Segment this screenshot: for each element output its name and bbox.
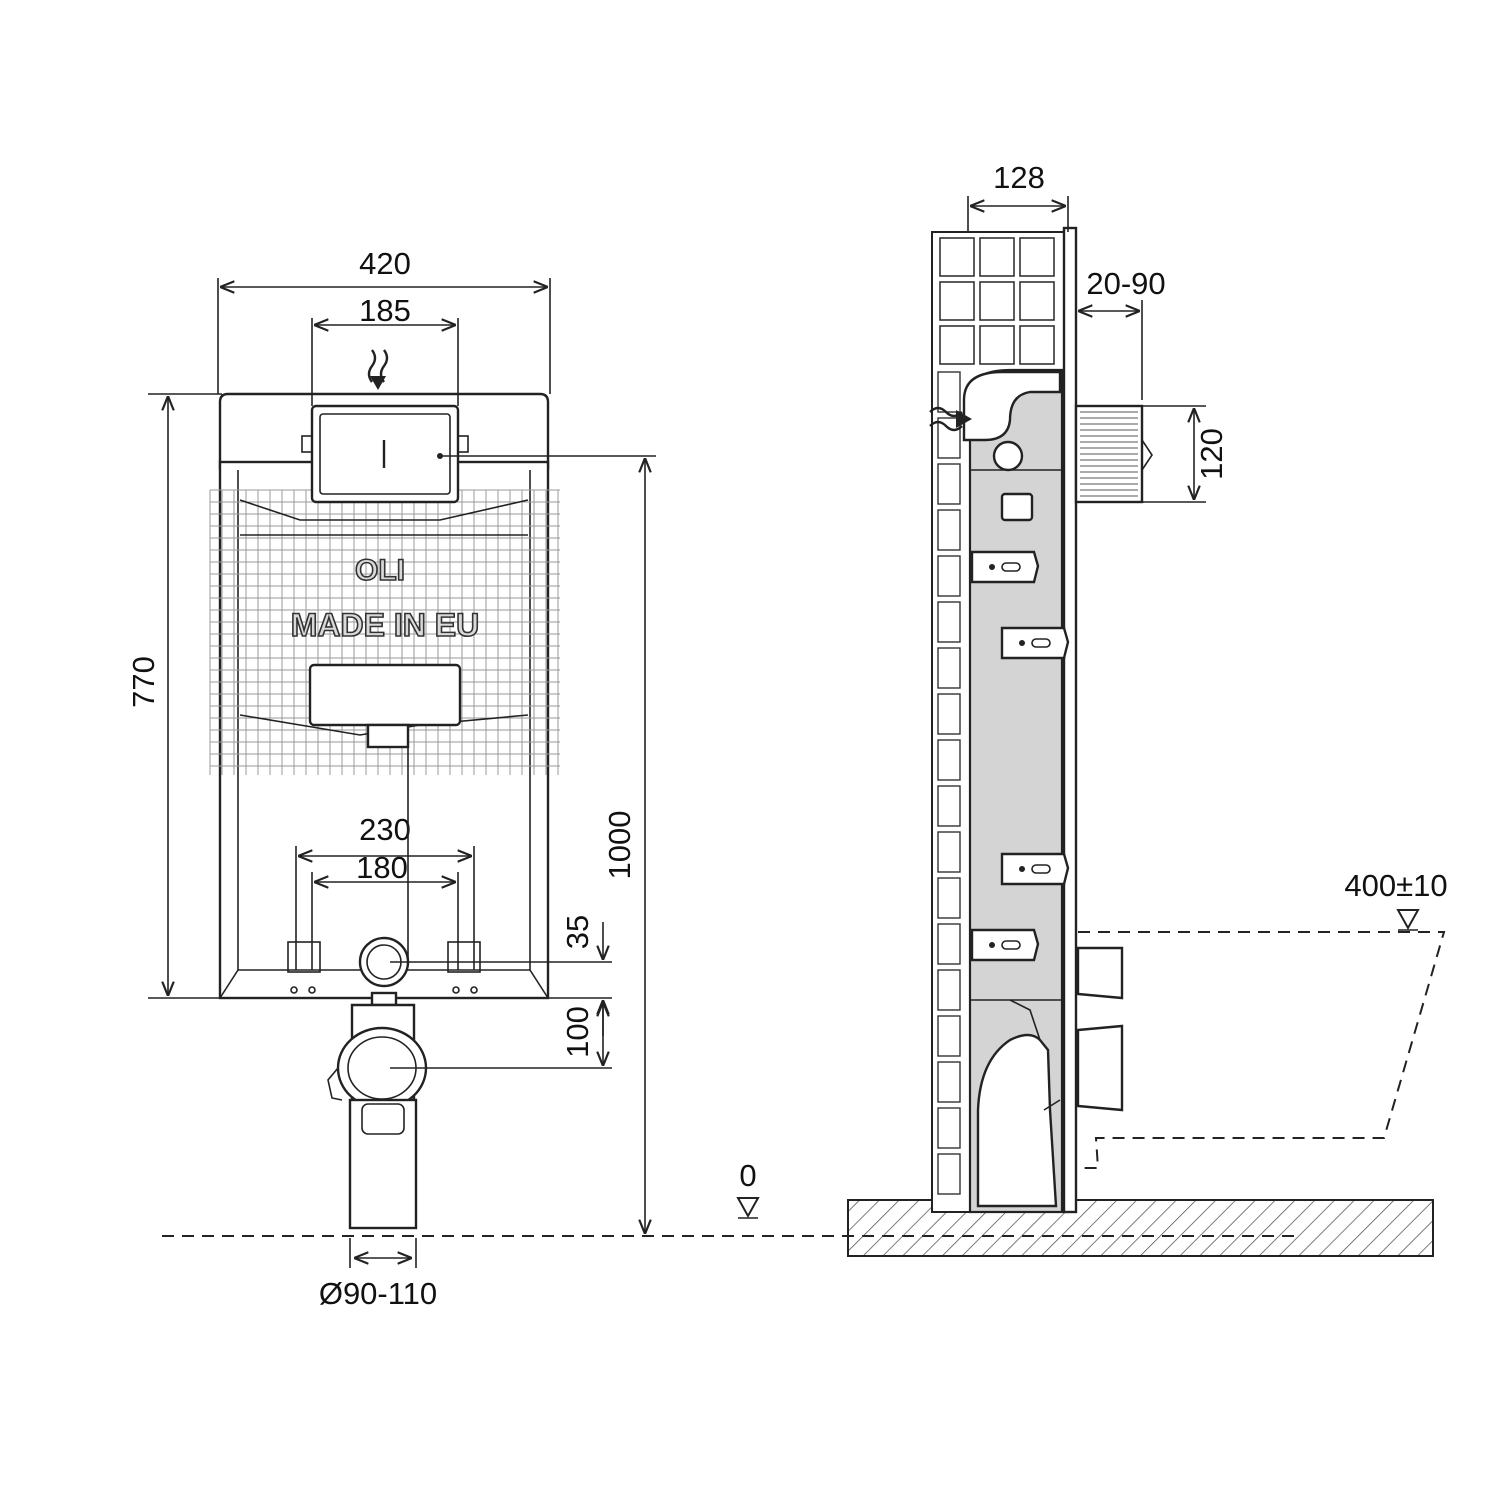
floor-level-label: 0 xyxy=(739,1158,756,1193)
drain-pipe xyxy=(348,1098,418,1230)
dim-fixing-outer: 230 xyxy=(359,812,411,847)
made-in-label: MADE IN EU xyxy=(291,607,479,643)
cistern-cap xyxy=(962,370,1062,442)
seat-height-marker xyxy=(1396,909,1420,931)
dim-total-width: 420 xyxy=(359,246,411,281)
dim-pipe-diameter: Ø90-110 xyxy=(319,1276,437,1311)
wall-cladding xyxy=(1062,226,1078,1214)
drain-side xyxy=(976,1033,1058,1208)
inlet-valve xyxy=(992,440,1024,472)
side-bracket xyxy=(970,928,1040,962)
dim-100: 100 xyxy=(560,1006,595,1058)
mesh-grid xyxy=(209,489,560,775)
dim-plate-width: 185 xyxy=(359,293,411,328)
bracket-right xyxy=(447,941,481,973)
water-inlet-icon xyxy=(367,349,389,390)
floor-level-marker: 0 xyxy=(736,1158,760,1219)
side-bracket xyxy=(1000,626,1070,660)
inlet-pipe xyxy=(1074,404,1153,504)
dim-depth: 128 xyxy=(993,160,1045,195)
brand-logo: OLI xyxy=(355,554,405,587)
outlet-housing xyxy=(308,663,462,727)
side-brackets xyxy=(970,550,1070,962)
bracket-left xyxy=(287,941,321,973)
control-box xyxy=(1000,492,1034,522)
side-bracket xyxy=(1000,852,1070,886)
side-bracket xyxy=(970,550,1040,584)
dim-total-height: 1000 xyxy=(602,811,637,880)
outlet-valve xyxy=(366,723,410,749)
dim-inlet-height: 120 xyxy=(1194,428,1229,480)
wc-bolt-upper xyxy=(1076,946,1124,1000)
wc-pan-outline xyxy=(1078,931,1446,1169)
dim-frame-height: 770 xyxy=(126,656,161,708)
side-view: 128 20-90 120 400±10 xyxy=(847,160,1448,1257)
dim-fixing-inner: 180 xyxy=(356,850,408,885)
dim-35: 35 xyxy=(560,915,595,949)
inlet-arrow-icon xyxy=(929,406,972,432)
dim-seat-height: 400±10 xyxy=(1344,868,1447,903)
dim-wall-range: 20-90 xyxy=(1086,266,1165,301)
wc-bolt-lower xyxy=(1076,1024,1124,1112)
front-view: OLI MADE IN EU 420 185 770 xyxy=(126,246,656,1311)
